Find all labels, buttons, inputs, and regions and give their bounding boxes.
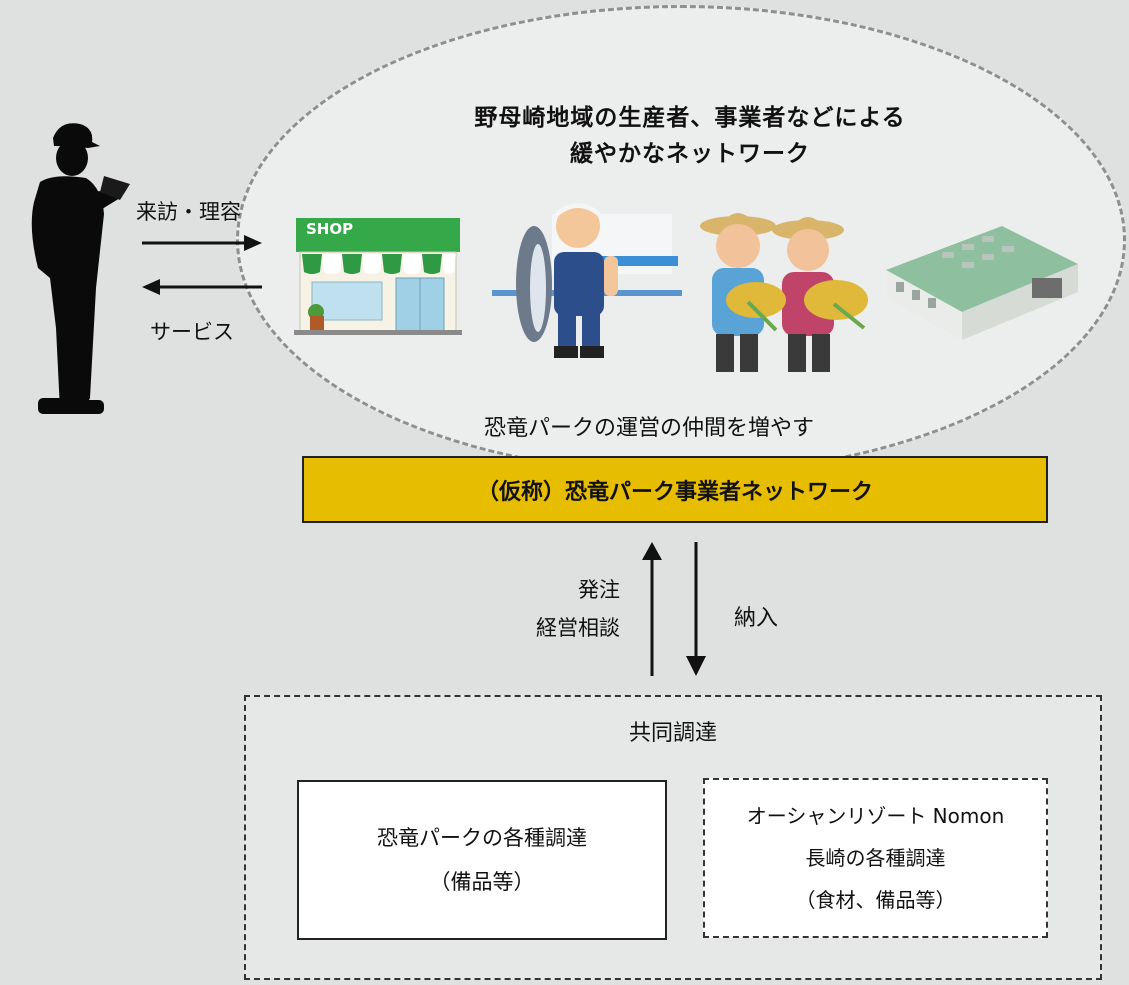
box2-line1: オーシャンリゾート Nomon [746, 804, 1005, 828]
service-arrow [142, 279, 262, 295]
dinosaur-park-procurement-box: 恐竜パークの各種調達 （備品等） [297, 780, 667, 940]
joint-procurement-title: 共同調達 [628, 721, 717, 746]
order-label-line1: 発注 [578, 578, 620, 602]
factory-icon [886, 226, 1078, 340]
network-title: 野母崎地域の生産者、事業者などによる 緩やかなネットワーク [380, 100, 1000, 172]
shop-sign: SHOP [306, 220, 354, 238]
ocean-resort-procurement-box: オーシャンリゾート Nomon 長崎の各種調達 （食材、備品等） [703, 778, 1048, 938]
service-label: サービス [150, 320, 234, 344]
order-arrow [642, 542, 662, 676]
delivery-arrow [686, 542, 706, 676]
box1-line2: （備品等） [429, 870, 535, 894]
shop-icon [294, 218, 462, 335]
customer-silhouette-icon [31, 123, 130, 414]
box1-line1: 恐竜パークの各種調達 [377, 826, 587, 850]
network-bar-label: （仮称）恐竜パーク事業者ネットワーク [476, 479, 873, 505]
order-label: 発注 経営相談 [500, 571, 620, 647]
box2-line2: 長崎の各種調達 [805, 846, 946, 870]
network-title-line1: 野母崎地域の生産者、事業者などによる [474, 105, 906, 131]
fisherman-icon [492, 203, 682, 358]
delivery-label: 納入 [734, 606, 779, 631]
order-label-line2: 経営相談 [536, 616, 620, 640]
network-bar: （仮称）恐竜パーク事業者ネットワーク [302, 456, 1048, 523]
visit-arrow [142, 235, 262, 251]
visit-label: 来訪・理容 [136, 200, 241, 224]
network-caption: 恐竜パークの運営の仲間を増やす [484, 416, 815, 441]
network-title-line2: 緩やかなネットワーク [570, 141, 810, 167]
box2-line3: （食材、備品等） [795, 888, 956, 912]
farmers-icon [700, 213, 868, 372]
